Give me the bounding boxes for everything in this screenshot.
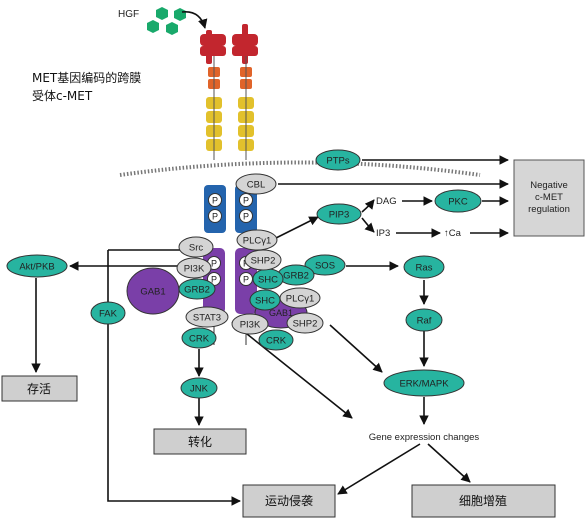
node-pi3k-b: PI3K	[231, 313, 269, 335]
node-ras: Ras	[403, 255, 445, 279]
node-ptps: PTPs	[315, 149, 361, 171]
node-akt-pkb: Akt/PKB	[6, 254, 68, 278]
cell-membrane	[119, 160, 481, 177]
node-src: Src	[178, 236, 214, 258]
hgf-molecules	[147, 7, 186, 35]
svg-text:c-MET: c-MET	[535, 192, 563, 203]
svg-text:P: P	[211, 259, 217, 269]
node-shp2-a: SHP2	[244, 249, 282, 271]
node-grb2-a: GRB2	[178, 278, 216, 300]
node-crk-a: CRK	[181, 327, 217, 349]
title-line-1: MET基因编码的跨膜	[32, 70, 141, 85]
node-shc-b: SHC	[249, 289, 281, 311]
svg-text:P: P	[212, 212, 218, 222]
outcome-transformation: 转化	[153, 428, 247, 455]
node-plcg1-b: PLCγ1	[279, 287, 321, 309]
svg-text:CRK: CRK	[189, 334, 210, 345]
hgf-arrow	[181, 11, 208, 29]
svg-text:P: P	[211, 275, 217, 285]
node-erk-mapk: ERK/MAPK	[383, 369, 465, 397]
svg-text:SOS: SOS	[315, 261, 335, 272]
outcome-motility-invasion: 运动侵袭	[242, 484, 336, 518]
svg-text:GAB1: GAB1	[140, 287, 165, 298]
svg-text:Ras: Ras	[416, 263, 433, 274]
svg-text:PTPs: PTPs	[326, 156, 349, 167]
svg-text:Src: Src	[189, 243, 204, 254]
svg-text:PIP3: PIP3	[329, 210, 350, 221]
outcome-survival: 存活	[1, 375, 78, 402]
svg-text:GRB2: GRB2	[283, 271, 309, 282]
svg-text:P: P	[243, 212, 249, 222]
svg-text:GAB1: GAB1	[269, 308, 293, 318]
label-gene-expression: Gene expression changes	[369, 432, 480, 443]
svg-text:regulation: regulation	[528, 204, 570, 215]
svg-text:ERK/MAPK: ERK/MAPK	[399, 379, 449, 390]
svg-text:JNK: JNK	[190, 384, 209, 395]
node-pkc: PKC	[434, 189, 482, 213]
label-ca: ↑Ca	[444, 228, 462, 239]
pathway-arrows	[31, 155, 509, 506]
svg-text:转化: 转化	[188, 434, 212, 449]
svg-text:存活: 存活	[27, 382, 51, 396]
label-ip3: IP3	[376, 228, 390, 239]
svg-text:SHC: SHC	[255, 296, 275, 307]
svg-text:PKC: PKC	[448, 197, 468, 208]
svg-text:SHP2: SHP2	[293, 319, 318, 330]
svg-text:GRB2: GRB2	[184, 285, 210, 296]
node-pip3: PIP3	[316, 203, 362, 225]
negative-regulation-box: Negative c-MET regulation	[513, 159, 585, 237]
node-raf: Raf	[405, 308, 443, 332]
svg-text:P: P	[212, 196, 218, 206]
node-fak: FAK	[90, 301, 126, 325]
node-jnk: JNK	[180, 377, 218, 399]
svg-text:Raf: Raf	[417, 316, 432, 327]
label-dag: DAG	[376, 196, 397, 207]
title-line-2: 受体c-MET	[32, 89, 93, 103]
node-pi3k-a: PI3K	[176, 257, 212, 279]
node-stat3: STAT3	[185, 306, 229, 328]
svg-text:PI3K: PI3K	[184, 264, 205, 275]
svg-text:STAT3: STAT3	[193, 313, 221, 324]
node-shp2-b: SHP2	[286, 312, 324, 334]
outcome-proliferation: 细胞增殖	[411, 484, 556, 518]
svg-text:细胞增殖: 细胞增殖	[459, 493, 507, 508]
svg-text:P: P	[243, 275, 249, 285]
svg-text:P: P	[243, 196, 249, 206]
node-cbl: CBL	[235, 173, 277, 195]
svg-text:Akt/PKB: Akt/PKB	[19, 262, 54, 273]
node-gab1-a: GAB1	[126, 267, 180, 315]
node-grb2-b: GRB2	[277, 264, 315, 286]
node-plcg1-a: PLCγ1	[236, 229, 278, 251]
svg-text:运动侵袭: 运动侵袭	[265, 493, 313, 508]
hgf-label: HGF	[118, 9, 139, 20]
node-sos: SOS	[304, 254, 346, 276]
svg-text:Negative: Negative	[530, 180, 568, 191]
svg-text:SHP2: SHP2	[251, 256, 276, 267]
svg-text:PLCγ1: PLCγ1	[243, 236, 272, 247]
svg-text:FAK: FAK	[99, 309, 118, 320]
svg-text:PI3K: PI3K	[240, 320, 261, 331]
node-shc-a: SHC	[252, 268, 284, 290]
node-crk-b: CRK	[258, 329, 294, 351]
svg-text:SHC: SHC	[258, 275, 278, 286]
svg-text:CBL: CBL	[247, 180, 265, 191]
svg-text:PLCγ1: PLCγ1	[286, 294, 315, 305]
svg-text:CRK: CRK	[266, 336, 287, 347]
